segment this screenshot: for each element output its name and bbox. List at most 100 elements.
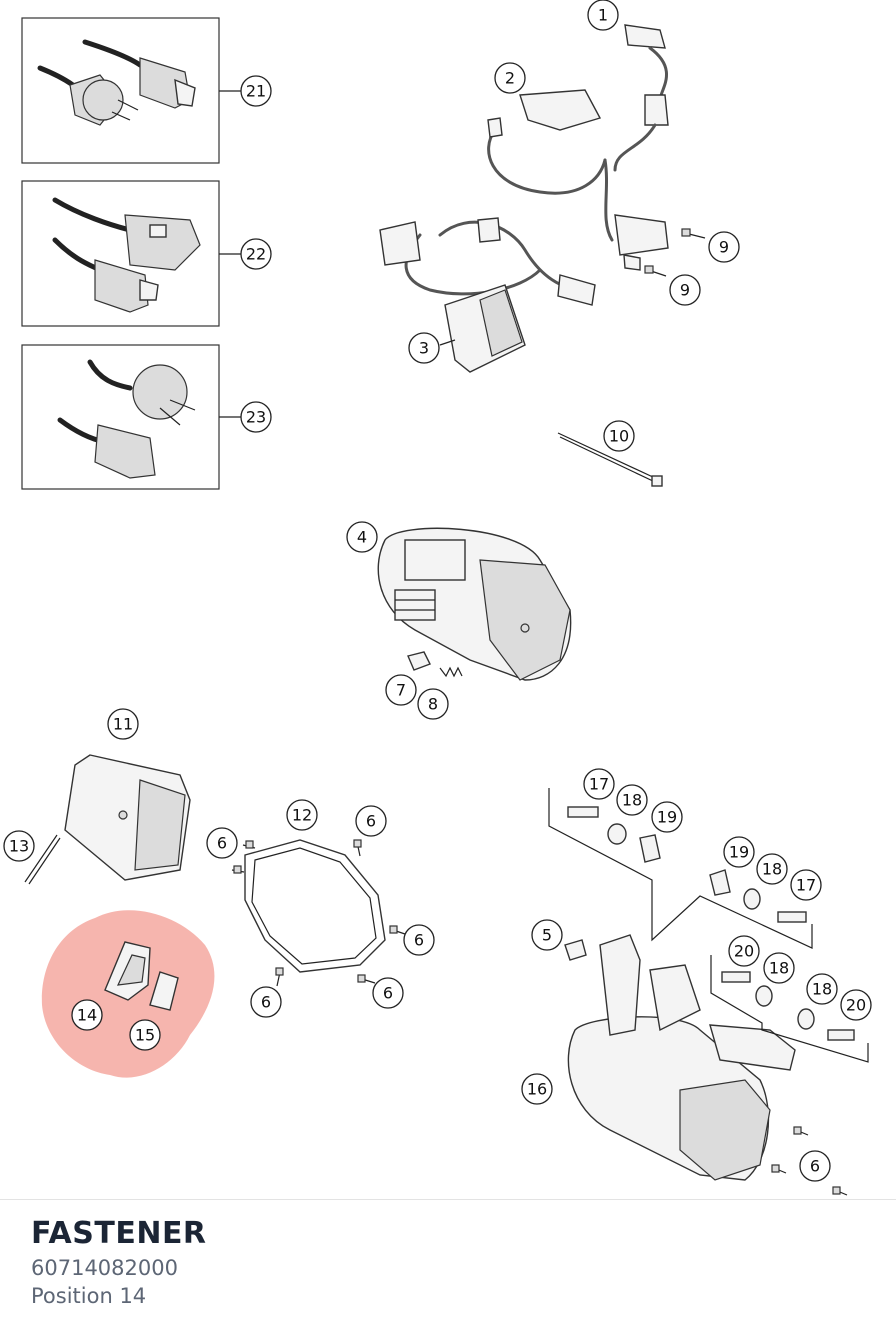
callout-17a[interactable]: 17 <box>583 768 615 800</box>
callout-6a[interactable]: 6 <box>206 827 238 859</box>
svg-text:22: 22 <box>246 245 266 264</box>
svg-text:18: 18 <box>769 959 789 978</box>
callout-14[interactable]: 14 <box>71 999 103 1031</box>
callout-18c[interactable]: 18 <box>763 952 795 984</box>
callout-6c[interactable]: 6 <box>403 924 435 956</box>
callout-20b[interactable]: 20 <box>840 989 872 1021</box>
svg-text:15: 15 <box>135 1026 155 1045</box>
washer-18d[interactable] <box>797 1008 815 1030</box>
callout-11[interactable]: 11 <box>107 708 139 740</box>
svg-text:14: 14 <box>77 1006 97 1025</box>
screw-6g[interactable] <box>793 1126 809 1136</box>
callout-6f[interactable]: 6 <box>799 1150 831 1182</box>
svg-text:9: 9 <box>719 238 729 257</box>
washer-18a[interactable] <box>607 823 627 845</box>
fastener-14[interactable] <box>104 941 151 1001</box>
svg-text:19: 19 <box>657 808 677 827</box>
screw-6e[interactable] <box>275 967 284 987</box>
svg-text:18: 18 <box>812 980 832 999</box>
callout-18a[interactable]: 18 <box>616 784 648 816</box>
callout-21[interactable]: 21 <box>240 75 272 107</box>
callout-19b[interactable]: 19 <box>723 836 755 868</box>
callout-12[interactable]: 12 <box>286 799 318 831</box>
svg-text:21: 21 <box>246 82 266 101</box>
power-cord-au[interactable] <box>21 344 241 490</box>
callout-4[interactable]: 4 <box>346 521 378 553</box>
pin-7[interactable] <box>407 651 431 671</box>
svg-text:12: 12 <box>292 806 312 825</box>
battery-housing[interactable] <box>377 527 572 681</box>
callout-6e[interactable]: 6 <box>372 977 404 1009</box>
callout-15[interactable]: 15 <box>129 1019 161 1051</box>
svg-text:17: 17 <box>589 775 609 794</box>
svg-text:9: 9 <box>680 281 690 300</box>
screw-9a[interactable] <box>681 228 706 239</box>
power-cord-uk[interactable] <box>21 180 241 327</box>
wiring-harness-display[interactable] <box>487 24 669 271</box>
callout-18b[interactable]: 18 <box>756 853 788 885</box>
screw-6c[interactable] <box>353 839 362 857</box>
battery-cover[interactable] <box>64 754 191 881</box>
callout-2[interactable]: 2 <box>494 62 526 94</box>
fastener-15[interactable] <box>149 971 179 1011</box>
nut-5[interactable] <box>564 939 587 961</box>
spring-8[interactable] <box>439 666 463 678</box>
callout-9b[interactable]: 9 <box>669 274 701 306</box>
svg-text:6: 6 <box>217 834 227 853</box>
charger-controller[interactable] <box>379 217 596 373</box>
screw-6i[interactable] <box>832 1186 848 1196</box>
callout-6b[interactable]: 6 <box>355 805 387 837</box>
rod[interactable] <box>24 834 61 885</box>
svg-text:1: 1 <box>598 6 608 25</box>
svg-text:6: 6 <box>261 993 271 1012</box>
bolt-17a[interactable] <box>567 806 599 818</box>
washer-18c[interactable] <box>755 985 773 1007</box>
callout-3[interactable]: 3 <box>408 332 440 364</box>
footer-divider <box>0 1199 896 1200</box>
callout-13[interactable]: 13 <box>3 830 35 862</box>
callout-1[interactable]: 1 <box>587 0 619 31</box>
svg-text:7: 7 <box>396 681 406 700</box>
svg-text:6: 6 <box>383 984 393 1003</box>
bracket-17-19 <box>548 788 813 949</box>
callout-23[interactable]: 23 <box>240 401 272 433</box>
callout-9a[interactable]: 9 <box>708 231 740 263</box>
screw-6d[interactable] <box>389 925 406 935</box>
callout-18d[interactable]: 18 <box>806 973 838 1005</box>
bracket-18-20 <box>710 955 869 1063</box>
svg-text:6: 6 <box>366 812 376 831</box>
callout-5[interactable]: 5 <box>531 919 563 951</box>
svg-text:23: 23 <box>246 408 266 427</box>
svg-text:8: 8 <box>428 695 438 714</box>
bushing-19a[interactable] <box>639 834 661 863</box>
callout-20a[interactable]: 20 <box>728 935 760 967</box>
svg-text:19: 19 <box>729 843 749 862</box>
bushing-19b[interactable] <box>709 869 731 896</box>
part-info: FASTENER 60714082000 Position 14 <box>31 1214 207 1310</box>
callout-10[interactable]: 10 <box>603 420 635 452</box>
svg-text:6: 6 <box>414 931 424 950</box>
callout-8[interactable]: 8 <box>417 688 449 720</box>
callout-7[interactable]: 7 <box>385 674 417 706</box>
power-cord-eu[interactable] <box>21 17 241 164</box>
cable-tie[interactable] <box>557 432 663 487</box>
svg-text:10: 10 <box>609 427 629 446</box>
callout-22[interactable]: 22 <box>240 238 272 270</box>
svg-text:20: 20 <box>734 942 754 961</box>
screw-6b[interactable] <box>231 865 245 874</box>
screw-6f[interactable] <box>357 974 376 984</box>
screw-9b[interactable] <box>644 265 667 277</box>
svg-text:17: 17 <box>796 876 816 895</box>
screw-6h[interactable] <box>771 1164 787 1174</box>
callout-17b[interactable]: 17 <box>790 869 822 901</box>
screw-6a[interactable] <box>242 840 256 849</box>
callout-16[interactable]: 16 <box>521 1073 553 1105</box>
bolt-20a[interactable] <box>721 971 751 983</box>
bolt-17b[interactable] <box>777 911 807 923</box>
battery-frame[interactable] <box>244 839 386 973</box>
callout-19a[interactable]: 19 <box>651 801 683 833</box>
callout-6d[interactable]: 6 <box>250 986 282 1018</box>
bolt-20b[interactable] <box>827 1029 855 1041</box>
washer-18b[interactable] <box>743 888 761 910</box>
motor-unit[interactable] <box>567 934 796 1181</box>
